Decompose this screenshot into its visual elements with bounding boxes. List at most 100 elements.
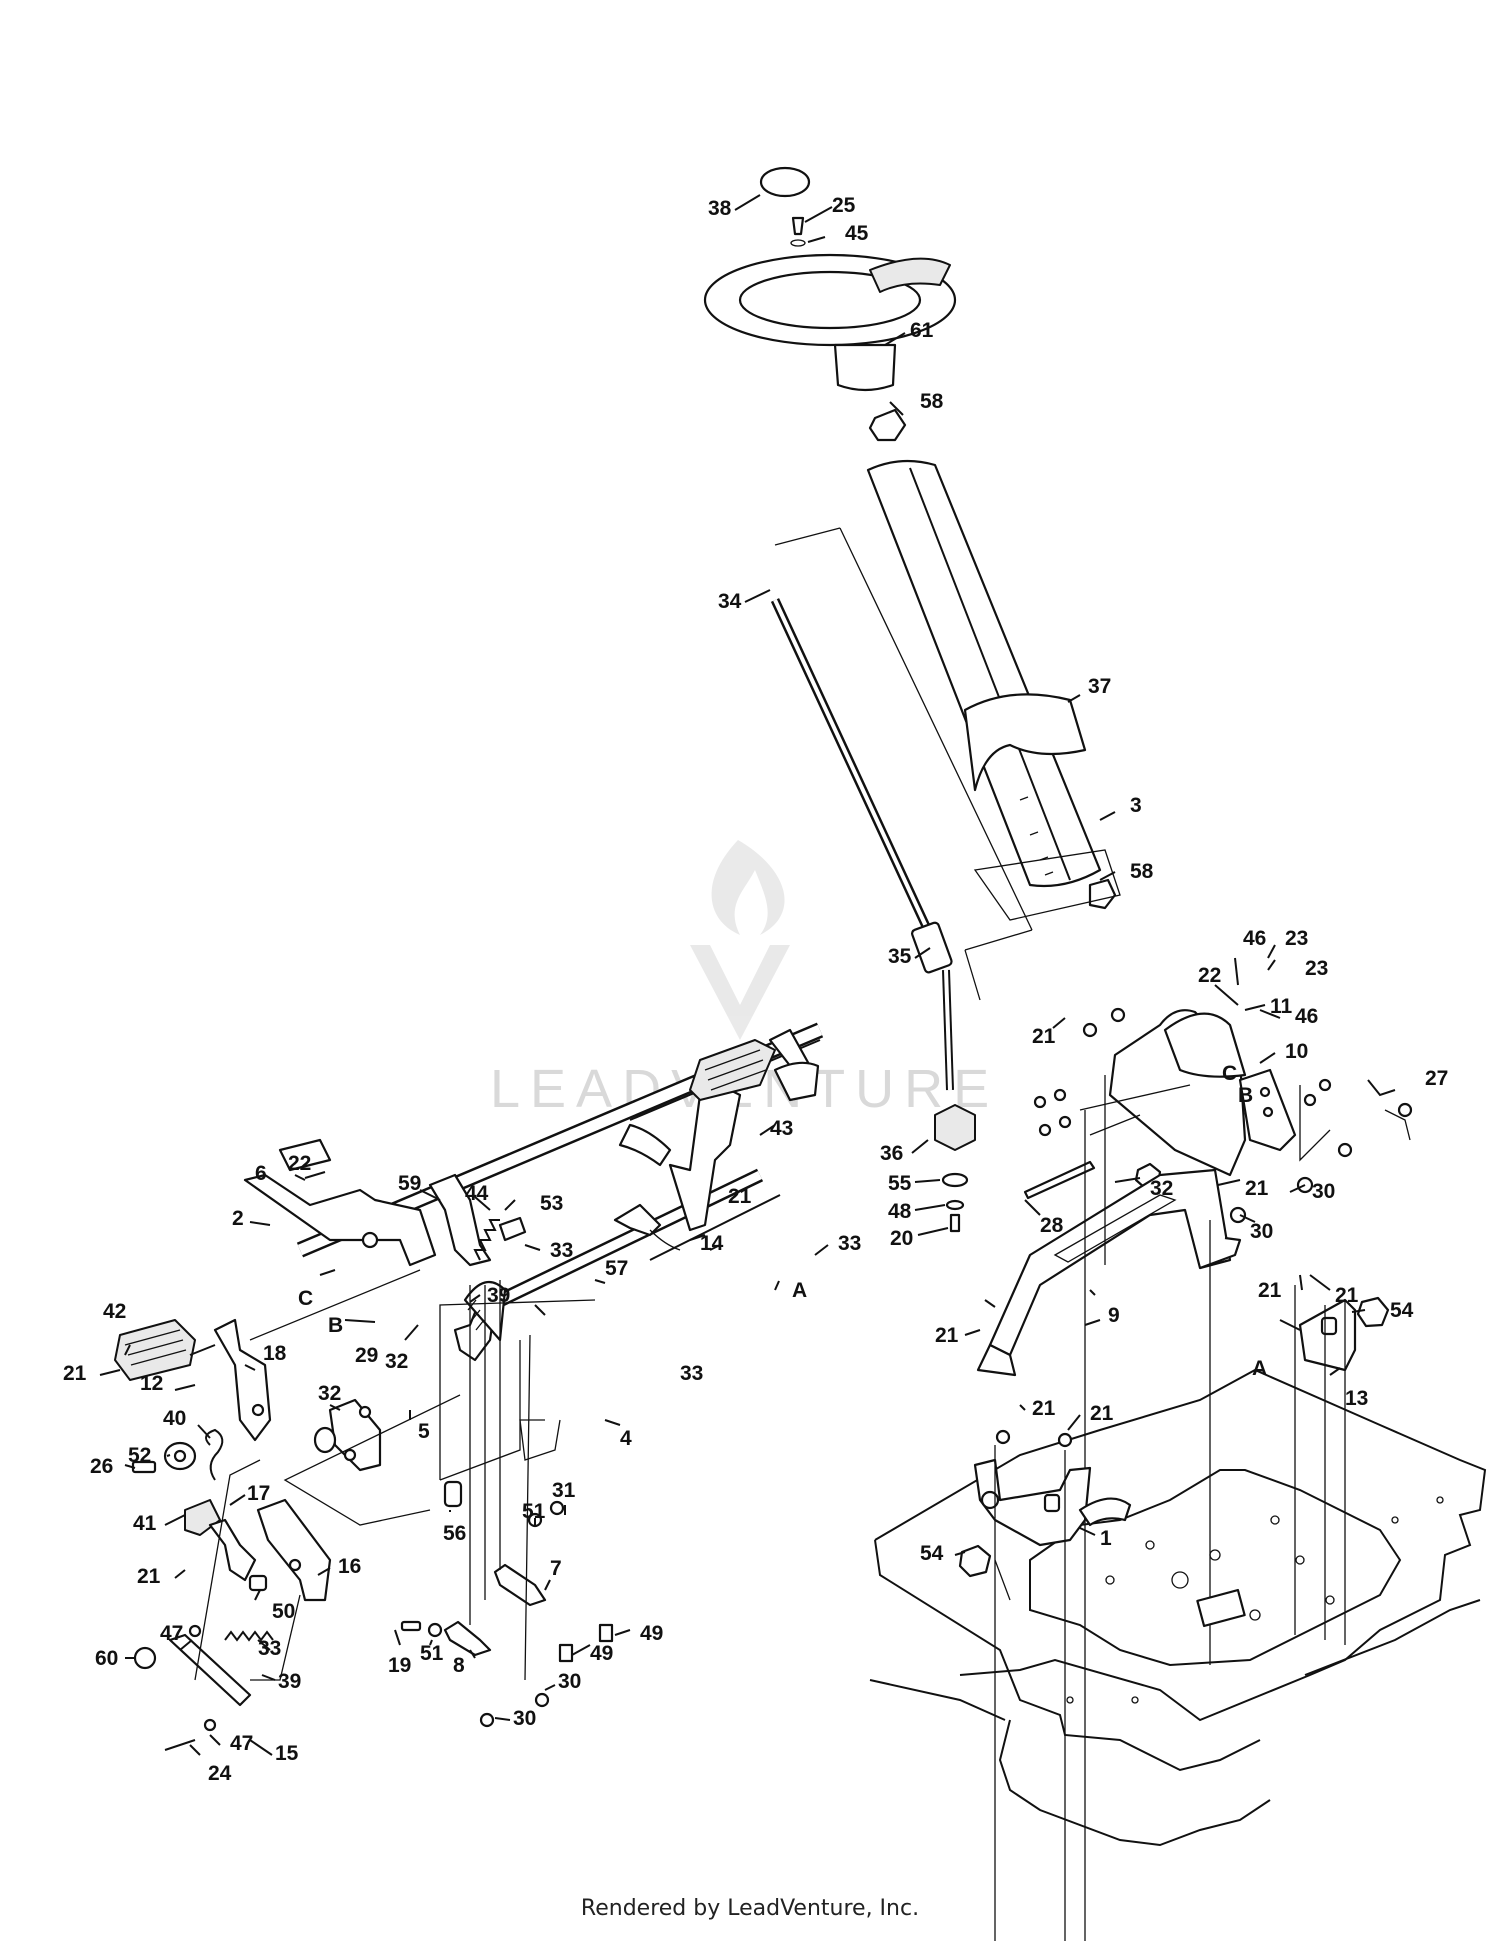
- front-bracket-part: [973, 1458, 1092, 1547]
- callout-labels: 38 25 45 61 58 34 37 3 58 35 46 23 22 23…: [63, 194, 1448, 1785]
- spacer-56-part: [443, 1480, 463, 1508]
- leader-lines: [99, 194, 1396, 1756]
- callout-39-bottom: 39: [278, 1670, 301, 1693]
- callout-57: 57: [605, 1257, 628, 1280]
- pedal-pad-42-part: [114, 1319, 196, 1381]
- callout-6: 6: [255, 1162, 267, 1185]
- callout-52: 52: [128, 1444, 151, 1467]
- bracket-17-part: [208, 1518, 257, 1582]
- callout-17: 17: [247, 1482, 270, 1505]
- nut-54-right-part: [1356, 1296, 1390, 1328]
- callout-46-bottom: 46: [1295, 1005, 1318, 1028]
- callout-29: 29: [355, 1344, 378, 1367]
- steering-cap-part: [759, 166, 811, 198]
- pedal-arm-43-part: [668, 1083, 742, 1232]
- callout-A-left: A: [792, 1279, 807, 1302]
- callout-33-right: 33: [838, 1232, 861, 1255]
- callout-20: 20: [890, 1227, 913, 1250]
- steering-wheel-inner-part: [738, 270, 922, 330]
- callout-30-bottom: 30: [513, 1707, 536, 1730]
- spring-39a-part: [473, 1219, 500, 1261]
- steering-washer-part: [790, 239, 806, 247]
- callout-48: 48: [888, 1200, 912, 1223]
- callout-33-center: 33: [680, 1362, 703, 1385]
- callout-21-bracket-a: 21: [1032, 1397, 1056, 1420]
- callout-54-left: 54: [920, 1542, 944, 1565]
- callout-19: 19: [388, 1654, 411, 1677]
- callout-35: 35: [888, 945, 912, 968]
- callout-21-support: 21: [935, 1324, 959, 1347]
- callout-31: 31: [552, 1479, 576, 1502]
- callout-1: 1: [1100, 1527, 1112, 1550]
- callout-21-bracket-b: 21: [1090, 1402, 1114, 1425]
- callout-22-left: 22: [288, 1152, 311, 1175]
- nut-54-left-part: [958, 1544, 992, 1578]
- callout-14: 14: [700, 1232, 724, 1255]
- callout-30-top: 30: [1312, 1180, 1335, 1203]
- steering-wheel-group: [703, 166, 957, 442]
- callout-55: 55: [888, 1172, 912, 1195]
- callout-45: 45: [845, 222, 869, 245]
- column-tube-part: [866, 459, 1102, 888]
- pedal-pad-43-part: [689, 1039, 776, 1101]
- callout-4: 4: [620, 1427, 632, 1450]
- callout-21-column: 21: [1032, 1025, 1056, 1048]
- callout-30-lower: 30: [558, 1670, 581, 1693]
- callout-32-hub: 32: [318, 1382, 341, 1405]
- bolt-49b-part: [558, 1643, 574, 1663]
- callout-2: 2: [232, 1207, 244, 1230]
- callout-58-bottom: 58: [1130, 860, 1154, 883]
- cross-support-part: [988, 1168, 1232, 1357]
- link-7-part: [493, 1563, 547, 1607]
- cross-support-group: [976, 1075, 1242, 1941]
- callout-15: 15: [275, 1742, 299, 1765]
- callout-59: 59: [398, 1172, 421, 1195]
- spring-40-part: [205, 1428, 224, 1481]
- callout-33-linkage: 33: [550, 1239, 573, 1262]
- callout-22-right: 22: [1198, 964, 1221, 987]
- callout-5: 5: [418, 1420, 430, 1443]
- callout-34: 34: [718, 590, 742, 613]
- callout-26: 26: [90, 1455, 113, 1478]
- callout-21-far-right-a: 21: [1258, 1279, 1282, 1302]
- callout-32-right: 32: [1150, 1177, 1173, 1200]
- bushing-bottom-part: [1088, 878, 1117, 910]
- callout-9: 9: [1108, 1304, 1120, 1327]
- callout-21-right: 21: [1245, 1177, 1269, 1200]
- steering-bolt-part: [791, 216, 805, 236]
- callout-54-right: 54: [1390, 1299, 1414, 1322]
- callout-11: 11: [1270, 995, 1293, 1018]
- callout-41: 41: [133, 1512, 157, 1535]
- callout-51-top: 51: [522, 1500, 546, 1523]
- callout-47-bottom: 47: [230, 1732, 253, 1755]
- pulley-60-part: [133, 1646, 157, 1670]
- callout-36: 36: [880, 1142, 903, 1165]
- callout-21-pedal: 21: [728, 1185, 752, 1208]
- callout-21-left: 21: [63, 1362, 87, 1385]
- callout-12: 12: [140, 1372, 163, 1395]
- callout-44: 44: [465, 1182, 489, 1205]
- callout-21-lower: 21: [137, 1565, 161, 1588]
- pivot-bolt-part: [1023, 1160, 1096, 1200]
- bolt-20-part: [949, 1213, 961, 1233]
- steering-shaft-group: [770, 598, 976, 1233]
- callout-37: 37: [1088, 675, 1111, 698]
- steering-hub-part: [833, 343, 897, 392]
- washer-55-part: [941, 1172, 969, 1188]
- washer-48-part: [945, 1199, 965, 1211]
- callout-53: 53: [540, 1192, 563, 1215]
- bracket-16-part: [256, 1498, 332, 1602]
- callout-56: 56: [443, 1522, 466, 1545]
- callout-58-top: 58: [920, 390, 944, 413]
- spring-39b-part: [224, 1630, 274, 1642]
- bolt-49a-part: [598, 1623, 614, 1643]
- pinion-gear-part: [934, 1104, 976, 1151]
- callout-A-right: A: [1252, 1357, 1267, 1380]
- callout-43: 43: [770, 1117, 793, 1140]
- frame-group: [869, 1368, 1487, 1847]
- bushing-top-part: [868, 408, 907, 442]
- lever-57-part: [618, 1123, 672, 1167]
- steering-column-group: [774, 459, 1121, 1001]
- callout-7: 7: [550, 1557, 562, 1580]
